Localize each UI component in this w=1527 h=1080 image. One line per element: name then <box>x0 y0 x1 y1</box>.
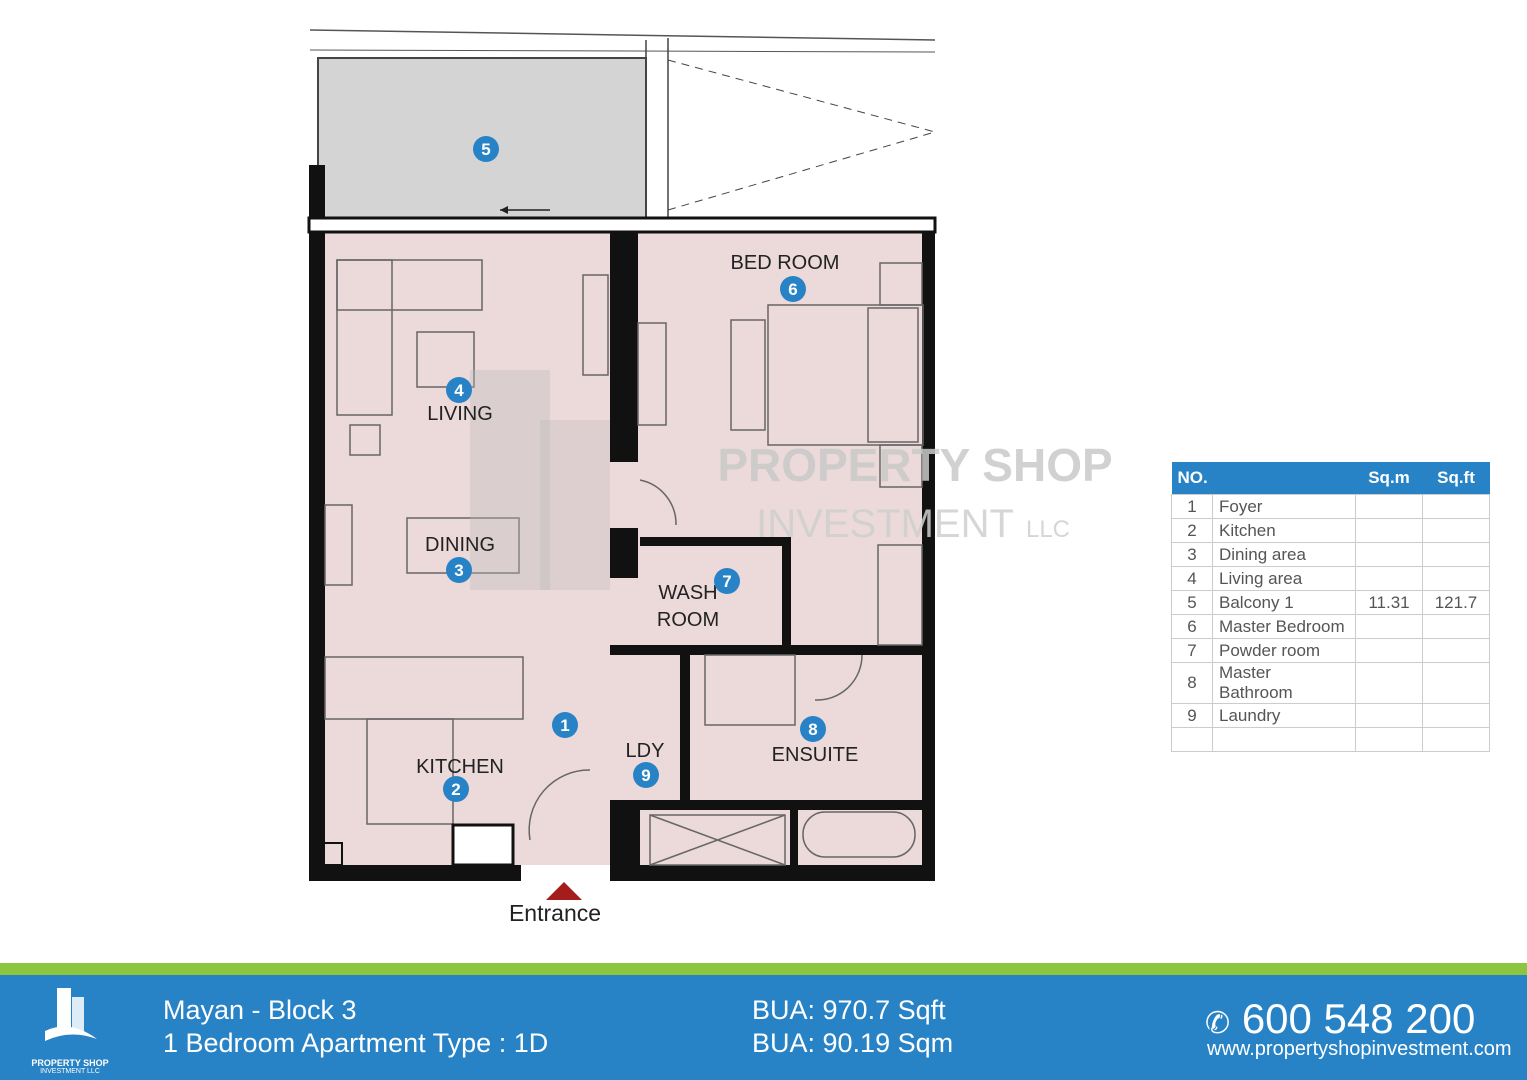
phone-icon: ✆ <box>1205 1007 1231 1040</box>
row-number: 5 <box>1171 590 1213 615</box>
area-sqft <box>1422 662 1490 704</box>
area-sqm <box>1355 662 1423 704</box>
room-label-ensuite: ENSUITE <box>772 744 859 766</box>
row-number: 8 <box>1171 662 1213 704</box>
room-label-bedroom: BED ROOM <box>731 252 840 274</box>
row-number: 4 <box>1171 566 1213 591</box>
room-marker: 5 <box>481 140 490 159</box>
entrance-label: Entrance <box>509 900 601 926</box>
room-label-kitchen: KITCHEN <box>416 756 504 778</box>
floor-plan: PROPERTY SHOP INVESTMENT LLC 5 BED ROOM … <box>307 29 1113 926</box>
room-label-living: LIVING <box>427 403 493 425</box>
walls <box>307 165 937 881</box>
svg-text:INVESTMENT: INVESTMENT <box>756 502 1014 546</box>
room-name: Master Bathroom <box>1212 662 1356 704</box>
area-sqm <box>1355 703 1423 728</box>
room-label-laundry: LDY <box>626 740 665 762</box>
room-marker: 3 <box>454 561 463 580</box>
entrance-arrow-icon <box>546 882 582 900</box>
room-marker: 7 <box>722 572 731 591</box>
company-logo: PROPERTY SHOP INVESTMENT LLC <box>24 983 116 1075</box>
area-sqm <box>1355 518 1423 543</box>
room-name: Balcony 1 <box>1212 590 1356 615</box>
phone-number[interactable]: ✆ 600 548 200 <box>1205 995 1475 1043</box>
area-sqft <box>1422 638 1490 663</box>
logo-name: PROPERTY SHOP <box>31 1058 109 1068</box>
room-label-dining: DINING <box>425 534 495 556</box>
room-labels: 5 BED ROOM 6 4 LIVING DINING 3 WASH ROOM… <box>416 136 858 802</box>
phone-text: 600 548 200 <box>1241 995 1476 1042</box>
area-sqft <box>1422 542 1490 567</box>
area-sqft <box>1422 727 1490 752</box>
footer-accent-bar <box>0 963 1527 975</box>
room-name: Laundry <box>1212 703 1356 728</box>
row-number: 1 <box>1171 494 1213 519</box>
room-label-washroom-2: ROOM <box>657 609 719 631</box>
room-marker: 6 <box>788 280 797 299</box>
room-name <box>1212 727 1356 752</box>
header-sqft: Sq.ft <box>1422 462 1490 495</box>
furniture <box>319 259 924 867</box>
room-name: Dining area <box>1212 542 1356 567</box>
project-name: Mayan - Block 3 <box>163 995 357 1025</box>
room-name: Master Bedroom <box>1212 614 1356 639</box>
room-marker: 1 <box>560 716 569 735</box>
balcony <box>309 29 936 220</box>
row-number: 6 <box>1171 614 1213 639</box>
area-sqft: 121.7 <box>1422 590 1490 615</box>
room-name: Kitchen <box>1212 518 1356 543</box>
area-sqft <box>1422 566 1490 591</box>
bua-sqft: BUA: 970.7 Sqft <box>752 995 946 1025</box>
area-sqm <box>1355 542 1423 567</box>
room-marker: 9 <box>641 766 650 785</box>
room-name: Living area <box>1212 566 1356 591</box>
area-sqm <box>1355 638 1423 663</box>
row-number: 3 <box>1171 542 1213 567</box>
building-logo-icon <box>45 988 97 1041</box>
area-sqm <box>1355 494 1423 519</box>
area-sqm <box>1355 727 1423 752</box>
table-row <box>1171 727 1490 752</box>
row-number: 9 <box>1171 703 1213 728</box>
bua-sqm: BUA: 90.19 Sqm <box>752 1028 954 1058</box>
row-number: 7 <box>1171 638 1213 663</box>
header-no: NO. <box>1171 462 1356 495</box>
room-name: Powder room <box>1212 638 1356 663</box>
area-sqm: 11.31 <box>1355 590 1423 615</box>
area-sqm <box>1355 566 1423 591</box>
row-number: 2 <box>1171 518 1213 543</box>
website-link[interactable]: www.propertyshopinvestment.com <box>1207 1038 1512 1060</box>
room-marker: 8 <box>808 720 817 739</box>
row-number <box>1171 727 1213 752</box>
logo-subtitle: INVESTMENT LLC <box>40 1068 100 1075</box>
area-sqft <box>1422 614 1490 639</box>
room-name: Foyer <box>1212 494 1356 519</box>
room-marker: 4 <box>454 381 464 400</box>
area-sqft <box>1422 494 1490 519</box>
area-sqft <box>1422 518 1490 543</box>
svg-text:PROPERTY SHOP: PROPERTY SHOP <box>717 439 1112 491</box>
footer: PROPERTY SHOP INVESTMENT LLC Mayan - Blo… <box>0 975 1527 1080</box>
area-sqm <box>1355 614 1423 639</box>
room-marker: 2 <box>451 780 460 799</box>
unit-type: 1 Bedroom Apartment Type : 1D <box>163 1028 549 1058</box>
room-label-washroom: WASH <box>658 582 717 604</box>
header-sqm: Sq.m <box>1355 462 1423 495</box>
area-sqft <box>1422 703 1490 728</box>
watermark: PROPERTY SHOP INVESTMENT LLC <box>470 370 1113 590</box>
svg-text:LLC: LLC <box>1026 516 1070 543</box>
